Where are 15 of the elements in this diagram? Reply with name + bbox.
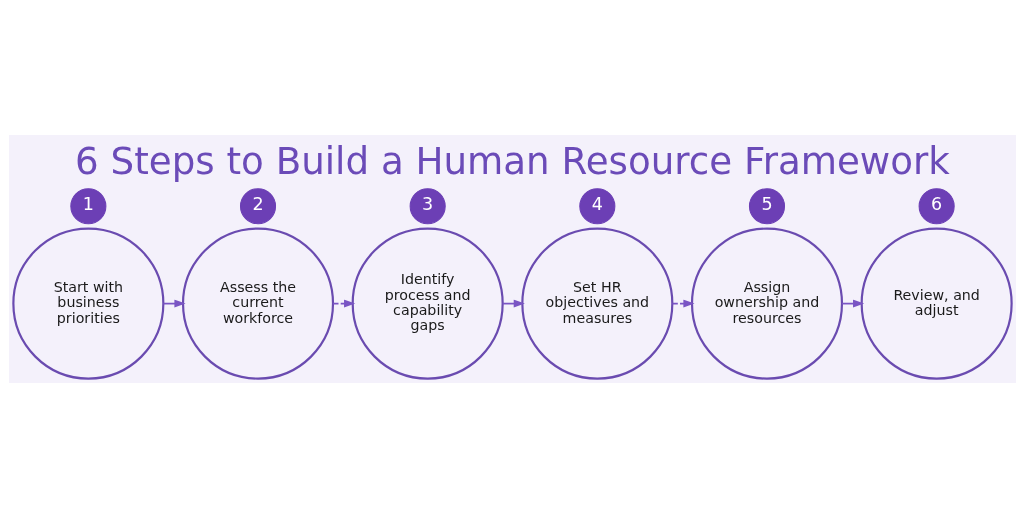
node-circle: Assess the current workforce [181,227,334,380]
node-circle: Assign ownership and resources [690,227,843,380]
diagram-title: 6 Steps to Build a Human Resource Framework [74,138,950,183]
node-circle: Review, and adjust [860,227,1013,380]
node-circle: 1 [69,187,106,224]
node-circle: 5 [748,187,785,224]
node-circle: 2 [239,187,276,224]
node-circle: 4 [578,187,615,224]
node-circle: Set HR objectives and measures [520,227,673,380]
arrow [671,299,695,308]
node-circle: Identify process and capability gaps [351,227,504,380]
node-circle: 3 [409,187,446,224]
arrow [331,299,355,308]
node-circle: Start with business priorities [11,227,164,380]
node-circle: 6 [918,187,955,224]
